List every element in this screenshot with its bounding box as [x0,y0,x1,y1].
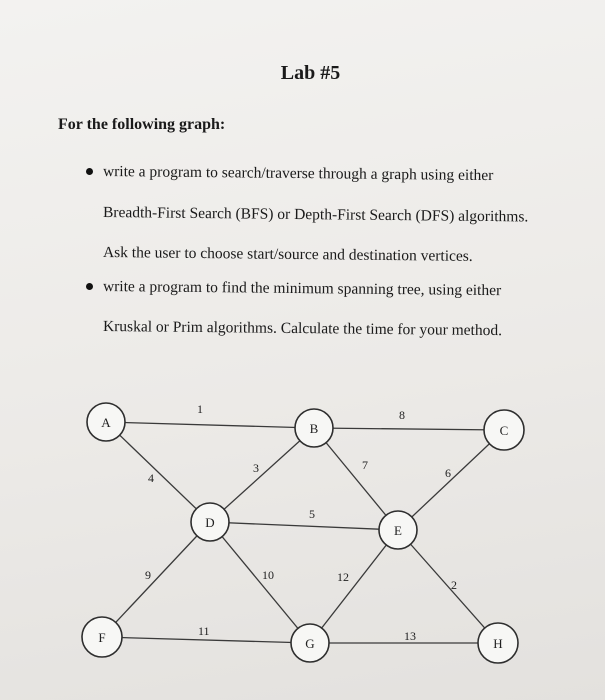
graph-edges [101,421,505,644]
edge-e-h [397,529,499,644]
edge-d-g [209,521,311,644]
weight-a-d: 4 [148,471,154,485]
node-c-label: C [500,423,509,438]
node-b-label: B [310,421,319,436]
bullet-dot-1 [86,168,93,175]
graph-nodes: A B C D E F G [81,402,525,664]
edge-c-e [397,429,505,531]
edge-b-e [313,427,399,531]
edge-f-g [101,636,311,644]
node-h: H [477,622,519,664]
weight-f-g: 11 [198,624,210,638]
edge-b-c [313,427,505,431]
node-e-label: E [394,523,402,538]
edge-a-b [105,421,315,429]
weight-b-e: 7 [362,458,368,472]
node-g: G [290,623,330,663]
lab-title: Lab #5 [280,62,341,84]
weight-c-e: 6 [445,466,451,480]
weight-g-h: 13 [404,629,416,643]
edge-d-f [101,521,211,638]
node-e: E [378,510,418,550]
bullet-dot-2 [86,283,93,290]
weight-b-d: 3 [253,461,259,475]
node-d-label: D [205,515,214,530]
weight-a-b: 1 [197,402,203,416]
edge-d-e [209,521,399,531]
weight-e-g: 12 [337,570,349,584]
edge-b-d [209,427,315,523]
node-a: A [86,402,126,442]
node-c: C [483,409,525,451]
edge-weights: 1 8 4 3 7 6 5 9 10 12 2 11 13 [145,402,457,643]
node-f: F [81,616,123,658]
weight-d-e: 5 [309,507,315,521]
node-a-label: A [101,415,111,430]
edge-a-d [105,421,211,523]
node-f-label: F [98,630,105,645]
node-h-label: H [493,636,502,651]
node-g-label: G [305,636,314,651]
intro-text: For the following graph: [58,116,226,133]
edge-e-g [309,529,399,644]
weight-b-c: 8 [399,408,405,422]
node-b: B [294,408,334,448]
node-d: D [190,502,230,542]
weight-d-g: 10 [262,568,274,582]
weight-d-f: 9 [145,568,151,582]
weight-e-h: 2 [451,578,457,592]
